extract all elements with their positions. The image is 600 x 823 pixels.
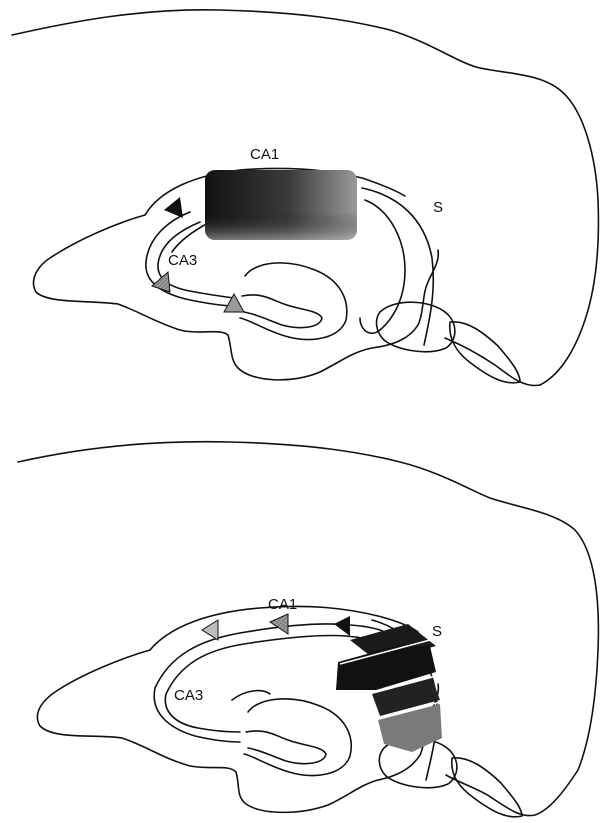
label-s-top: S [433, 199, 443, 216]
arrowhead-hatched-bottom [270, 614, 288, 634]
dentate-hook-bottom [232, 691, 270, 700]
arrowhead-dark-top [164, 197, 183, 218]
arrowhead-light-bottom [202, 620, 218, 640]
lower-lobe-2-bottom [452, 758, 522, 817]
panel-bottom: CA1 CA3 S [18, 442, 598, 817]
label-ca3-bottom: CA3 [174, 687, 203, 704]
subiculum-line-top [362, 188, 433, 345]
label-s-bottom: S [432, 623, 442, 640]
brain-outline-bottom [18, 442, 598, 816]
subiculum-shape-top [360, 200, 405, 333]
lower-lobe-2-top [450, 322, 520, 383]
ca1-dark-block-shade-top [205, 170, 357, 240]
label-ca3-top: CA3 [168, 252, 197, 269]
label-ca1-top: CA1 [250, 146, 279, 163]
arrowhead-dark-bottom [334, 616, 350, 636]
subiculum-blocks-bottom [336, 624, 442, 752]
panel-top: CA1 CA3 S [12, 10, 598, 386]
label-ca1-bottom: CA1 [268, 596, 297, 613]
